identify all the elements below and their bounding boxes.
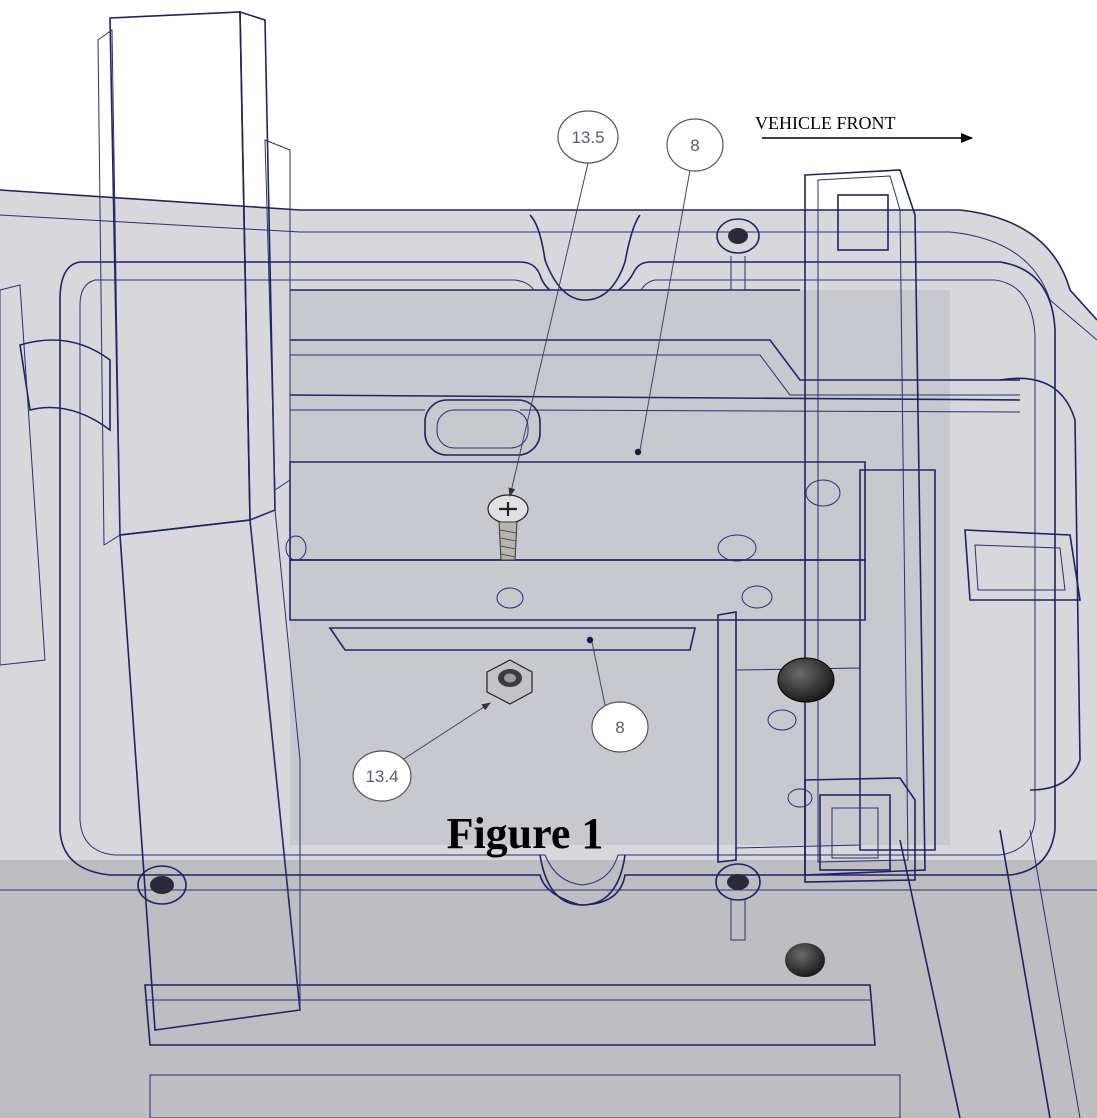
screw-13-5 <box>487 494 529 561</box>
callout-13-4-label: 13.4 <box>365 767 398 786</box>
cable-lines <box>899 829 1081 1118</box>
lower-right-clip <box>804 777 916 883</box>
left-strap <box>0 284 111 666</box>
corner-fastener-top <box>716 218 760 291</box>
vehicle-front-label: VEHICLE FRONT <box>755 113 896 133</box>
right-wall <box>804 169 1081 876</box>
nut-13-4 <box>486 659 533 705</box>
callout-8-upper-label: 8 <box>690 136 699 155</box>
callout-13-5: 13.5 <box>557 110 619 164</box>
upper-ledge <box>289 289 1021 456</box>
callout-13-4: 13.4 <box>352 750 412 802</box>
callout-leaders <box>395 162 691 765</box>
mounting-bracket <box>285 448 866 651</box>
callout-8-upper: 8 <box>666 118 724 172</box>
rubber-cap <box>777 657 835 703</box>
callout-13-5-label: 13.5 <box>571 128 604 147</box>
callout-8-lower-label: 8 <box>615 718 624 737</box>
bottom-rail <box>144 943 901 1118</box>
tray-rim <box>59 214 1056 906</box>
vehicle-front-indicator: VEHICLE FRONT <box>755 113 973 143</box>
corner-fastener-bottom-right <box>715 863 761 941</box>
corner-fastener-bottom-left <box>137 865 187 905</box>
callout-8-lower: 8 <box>591 701 649 753</box>
left-panel <box>97 10 301 1031</box>
figure-caption: Figure 1 <box>447 809 604 858</box>
